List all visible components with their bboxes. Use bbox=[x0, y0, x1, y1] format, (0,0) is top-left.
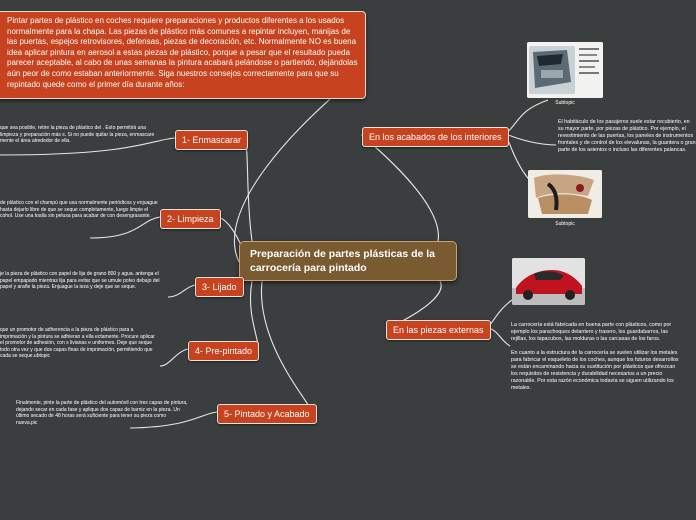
line-int-mid bbox=[505, 133, 557, 146]
note-prepintado: que un promotor de adherencia a la pieza… bbox=[0, 327, 155, 359]
intro-node[interactable]: Pintar partes de plástico en coches requ… bbox=[0, 11, 366, 99]
branch-piezas-externas[interactable]: En las piezas externas bbox=[386, 320, 491, 340]
branch-pintado-acabado[interactable]: 5- Pintado y Acabado bbox=[217, 404, 317, 424]
line-pintado bbox=[260, 280, 312, 413]
subtopic-label-2[interactable]: Subtopic bbox=[555, 221, 575, 227]
branch-acabados-interiores[interactable]: En los acabados de los interiores bbox=[362, 127, 509, 147]
line-enmascarar bbox=[242, 137, 253, 242]
line-interiores bbox=[361, 134, 439, 242]
line-ext-img bbox=[487, 299, 513, 329]
note-externas: La carrocería está fabricada en buena pa… bbox=[511, 322, 679, 391]
line-pre-note bbox=[159, 348, 189, 367]
note-limpieza: de plástico con el champú que usa normal… bbox=[0, 200, 158, 219]
line-limp-note bbox=[89, 216, 161, 239]
car-seat-image bbox=[528, 170, 602, 218]
line-intro bbox=[234, 98, 331, 263]
line-ext-note bbox=[487, 327, 511, 347]
line-prepintado bbox=[250, 280, 259, 350]
red-car-image bbox=[512, 258, 585, 305]
line-lij-note bbox=[167, 284, 196, 298]
note-interiores: El habitáculo de los pasajeros suele est… bbox=[558, 119, 696, 153]
subtopic-label[interactable]: Subtopic bbox=[555, 100, 575, 106]
branch-enmascarar[interactable]: 1- Enmascarar bbox=[175, 130, 249, 150]
branch-lijado[interactable]: 3- Lijado bbox=[195, 277, 244, 297]
branch-prepintado[interactable]: 4- Pre-pintado bbox=[188, 341, 260, 361]
note-pintado: Finalmente, pinte la parte de plástico d… bbox=[16, 400, 188, 426]
line-enm-note bbox=[0, 137, 176, 156]
car-door-interior-image bbox=[527, 42, 603, 98]
central-topic[interactable]: Preparación de partes plásticas de la ca… bbox=[239, 241, 457, 281]
line-pint-note bbox=[129, 411, 218, 429]
note-lijado: je la pieza de plástico con papel de lij… bbox=[0, 271, 160, 290]
line-int-up bbox=[505, 99, 549, 135]
note-enmascarar: que sea posible, retire la pieza de plás… bbox=[0, 125, 155, 144]
branch-limpieza[interactable]: 2- Limpieza bbox=[160, 209, 221, 229]
